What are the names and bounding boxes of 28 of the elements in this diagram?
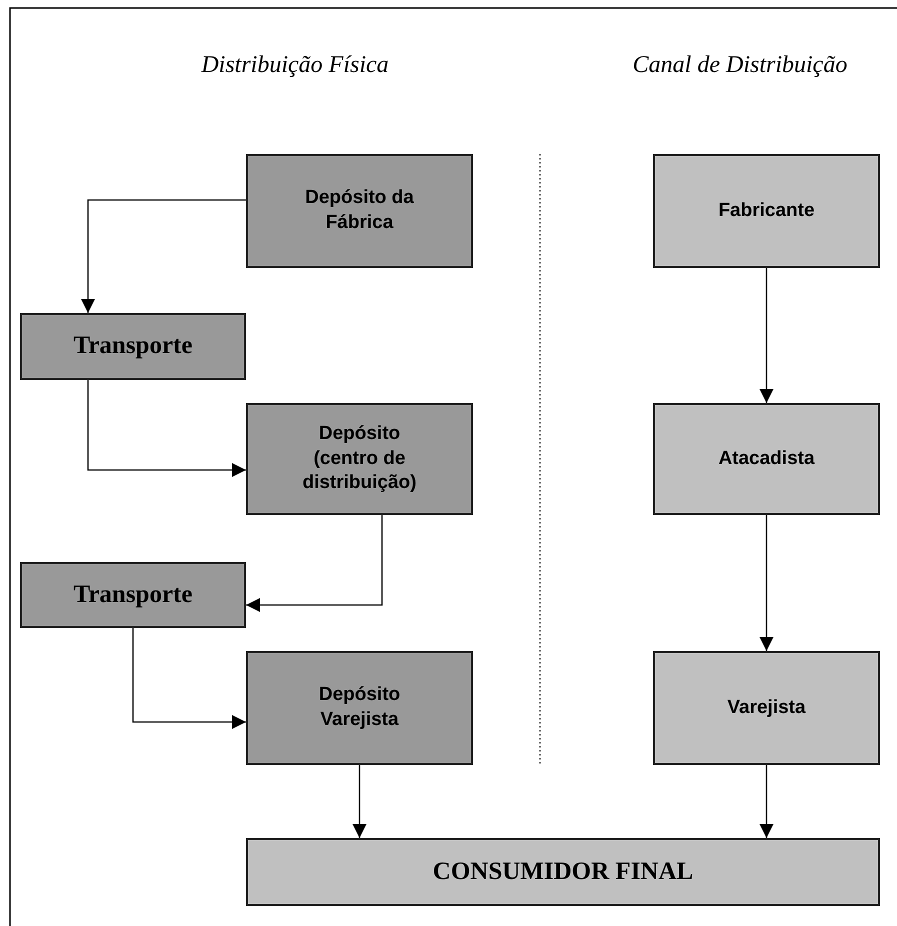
process-box — [246, 651, 473, 765]
arrow — [246, 515, 383, 612]
box-label: Depósito da Fábrica — [304, 186, 414, 235]
arrow — [132, 628, 246, 729]
box-label: Varejista — [727, 696, 806, 720]
process-box — [246, 838, 880, 906]
column-heading: Distribuição Física — [201, 52, 389, 79]
process-box — [20, 313, 246, 380]
arrow — [760, 765, 774, 838]
box-label: Transporte — [74, 580, 192, 610]
box-label: Depósito Varejista — [318, 683, 402, 732]
box-label: Atacadista — [718, 446, 815, 471]
box-label: Fabricante — [718, 198, 815, 223]
box-label: Transporte — [74, 331, 192, 362]
process-box — [246, 403, 473, 515]
arrow — [760, 268, 774, 403]
arrow — [760, 515, 774, 651]
box-label: CONSUMIDOR FINAL — [432, 856, 694, 887]
process-box — [20, 562, 246, 628]
column-heading: Canal de Distribuição — [632, 52, 848, 79]
process-box — [653, 154, 880, 268]
arrow — [87, 380, 246, 477]
process-box — [653, 651, 880, 765]
arrow — [81, 199, 246, 313]
arrow — [352, 765, 366, 838]
process-box — [246, 154, 473, 268]
process-box — [653, 403, 880, 515]
box-label: Depósito (centro de distribuição) — [301, 422, 418, 496]
